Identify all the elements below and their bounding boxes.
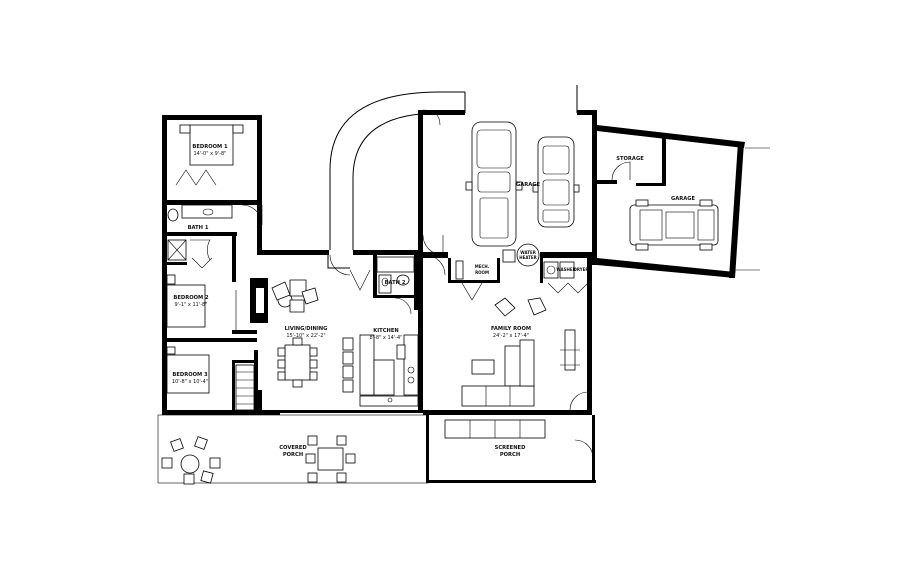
suv-icon [532, 136, 580, 228]
bath1-name: BATH 1 [188, 225, 209, 231]
fixtures [167, 204, 575, 411]
furniture [161, 124, 580, 485]
vehicles [465, 121, 719, 251]
mech-name2: ROOM [475, 270, 489, 275]
washer-label: WASHER [556, 267, 575, 272]
bedroom3-name: BEDROOM 3 [172, 372, 208, 378]
living-name: LIVING/DINING [285, 326, 328, 332]
storage-name: STORAGE [616, 156, 644, 162]
bath2-name: BATH 2 [385, 280, 406, 286]
windows [163, 116, 770, 413]
exterior-walls [162, 110, 745, 415]
doors [175, 109, 631, 459]
bedroom1-name: BEDROOM 1 [192, 144, 228, 150]
family-name: FAMILY ROOM [491, 326, 531, 332]
bedroom2-size: 9'-1" x 11'-8" [174, 302, 207, 308]
family-size: 24'-2" x 17'-4" [493, 333, 529, 339]
living-size: 15'-10" x 22'-2" [286, 333, 325, 339]
covered-porch-name2: PORCH [283, 452, 303, 458]
garage-main-name: GARAGE [516, 182, 541, 188]
water-heater-name: WATER [520, 250, 536, 255]
bedroom1-size: 14'-0" x 9'-8" [193, 151, 226, 157]
covered-porch-name: COVERED [279, 445, 307, 451]
room-labels: BEDROOM 1 14'-0" x 9'-8" BATH 1 BEDROOM … [172, 144, 696, 458]
bedroom3-size: 10'-8" x 10'-4" [172, 379, 208, 385]
water-heater-name2: HEATER [519, 255, 536, 260]
jeep-icon [629, 199, 719, 251]
interior-walls [157, 135, 666, 484]
screened-porch-name2: PORCH [500, 452, 520, 458]
screened-porch-name: SCREENED [495, 445, 527, 451]
bedroom2-name: BEDROOM 2 [173, 295, 209, 301]
garage-side-name: GARAGE [671, 196, 696, 202]
mech-name: MECH. [475, 264, 490, 269]
kitchen-size: 8'-8" x 14'-4" [369, 335, 402, 341]
dryer-label: DRYER [574, 267, 589, 272]
pickup-truck-icon [465, 121, 523, 247]
kitchen-name: KITCHEN [373, 328, 399, 334]
